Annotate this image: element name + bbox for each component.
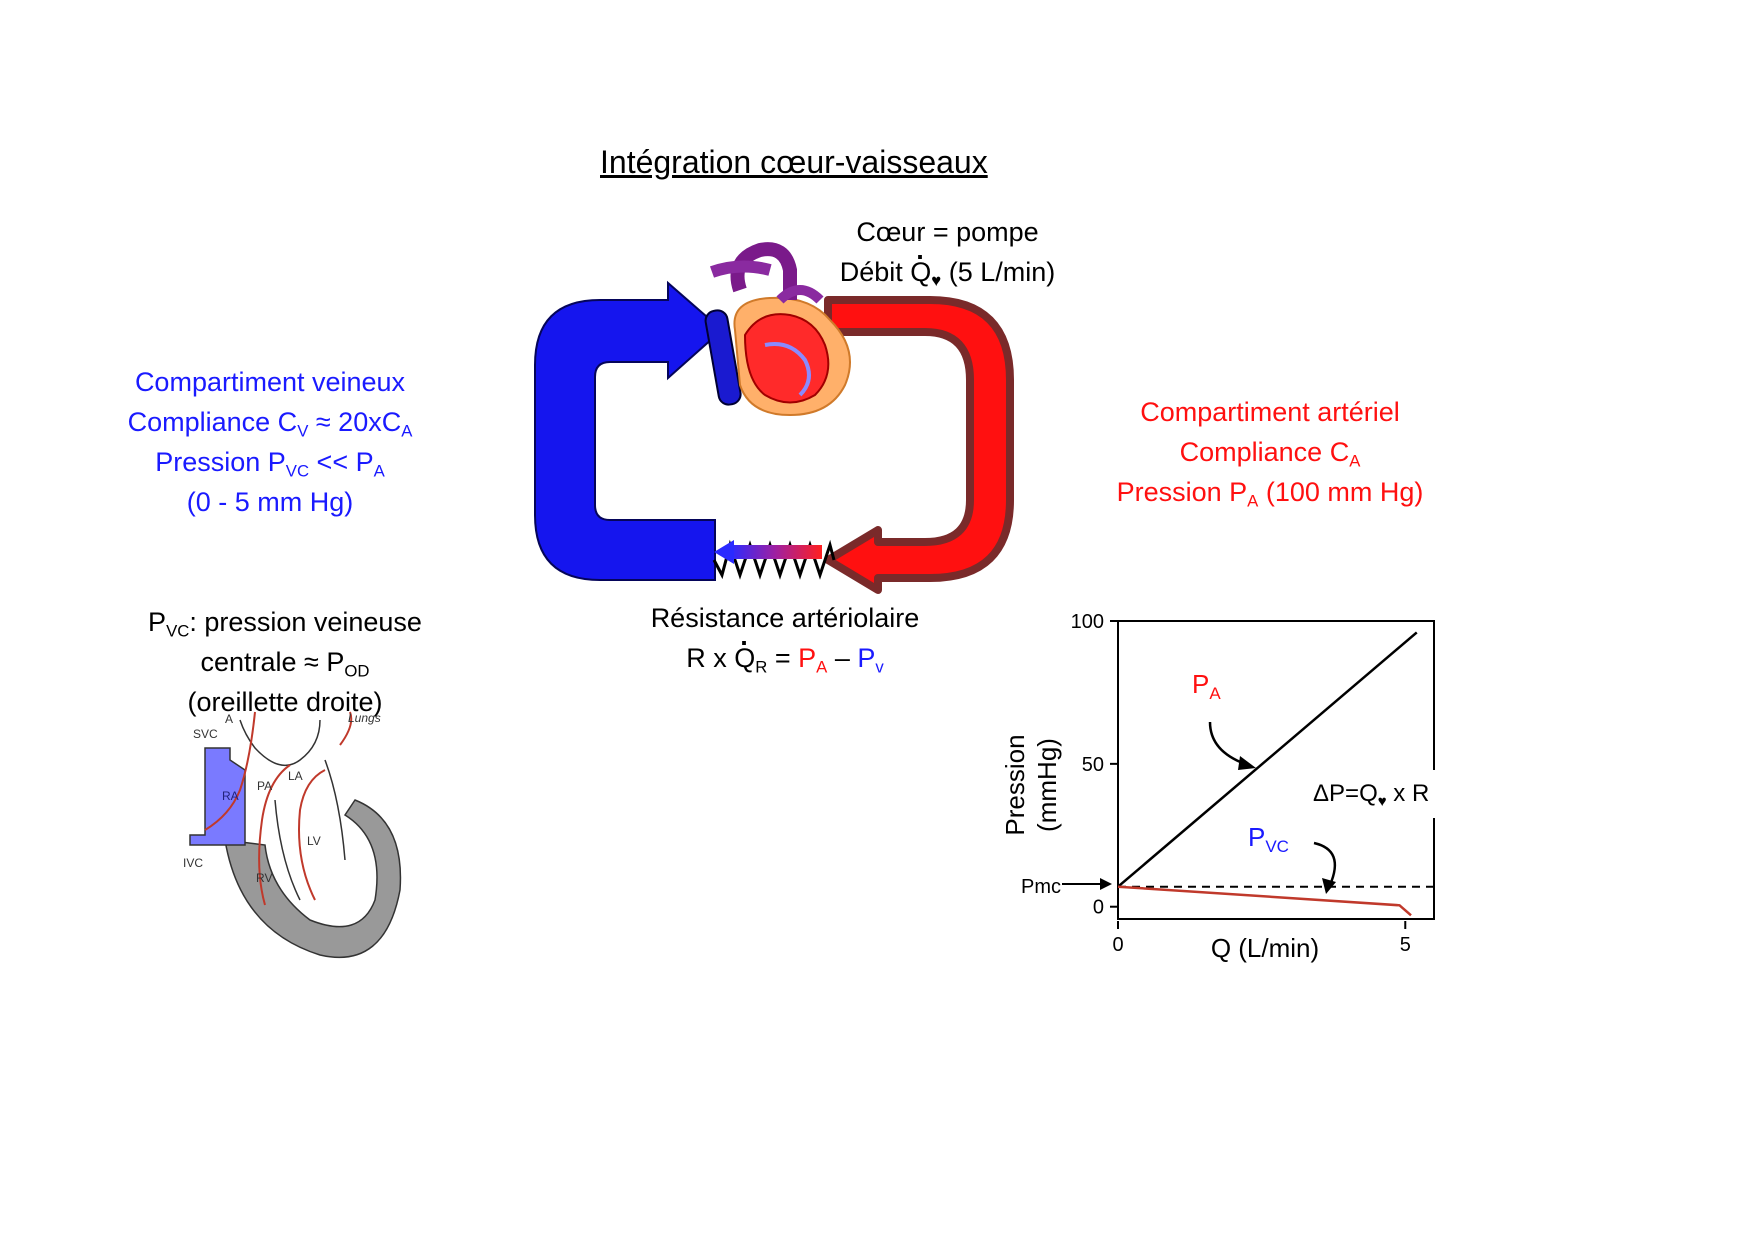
pvc-note-line1: PVC: pression veineuse (148, 607, 422, 641)
resistance-flow-gradient (730, 545, 822, 559)
y-axis-label-2: (mmHg) (1032, 738, 1062, 832)
formula-backdrop (1308, 770, 1438, 818)
label-svc: SVC (193, 727, 218, 741)
y-axis-ticks: 0 50 100 (1071, 611, 1118, 919)
resistance-title: Résistance artériolaire (650, 603, 920, 633)
label-ivc: IVC (183, 856, 203, 870)
y-tick-label: 0 (1093, 897, 1104, 919)
series-pvc-pointer-arrowhead (1322, 878, 1336, 894)
x-tick-label: 5 (1400, 934, 1411, 956)
label-a: A (225, 712, 233, 726)
arterial-pressure: Pression PA (100 mm Hg) (1116, 477, 1424, 511)
label-lv: LV (307, 834, 321, 848)
ventricle-wall-shape (224, 799, 402, 959)
venous-compartment-label: Compartiment veineux Compliance CV ≈ 20x… (110, 362, 430, 522)
arterial-outflow-arrow (824, 296, 1014, 594)
resistance-flow-arrowhead (714, 540, 734, 564)
series-pa-label: PA (1192, 669, 1221, 703)
arterial-compliance: Compliance CA (1179, 437, 1361, 471)
arterial-title: Compartiment artériel (1140, 397, 1400, 427)
venous-title: Compartiment veineux (134, 367, 406, 397)
y-tick-label: 50 (1082, 754, 1104, 776)
page-title: Intégration cœur-vaisseaux (600, 144, 988, 180)
label-lungs: Lungs (348, 711, 381, 725)
resistance-label: Résistance artériolaire R x QR = PA – Pv (630, 598, 940, 678)
arterial-compartment-label: Compartiment artériel Compliance CA Pres… (1110, 392, 1430, 512)
heart-icon (709, 242, 851, 417)
venous-return-arrow (534, 280, 724, 581)
heart-anatomy-diagram: SVC IVC RA RV PA LA LV A Lungs (183, 711, 402, 959)
pump-label: Cœur = pompe Débit Q♥ (5 L/min) (820, 212, 1075, 292)
pmc-arrowhead (1100, 878, 1112, 890)
series-pa-pointer-arrowhead (1238, 756, 1256, 770)
series-pvc-line (1117, 885, 1412, 917)
x-tick-label: 0 (1112, 934, 1123, 956)
septum-shape (274, 759, 346, 901)
vena-cava-icon (704, 309, 742, 406)
label-la: LA (288, 769, 303, 783)
resistance-equation: R x QR = PA – Pv (630, 638, 940, 678)
y-tick-label: 100 (1071, 611, 1104, 633)
series-pvc-label: PVC (1248, 822, 1289, 856)
series-pa-line (1117, 631, 1418, 888)
pump-flow: Débit Q♥ (5 L/min) (820, 252, 1075, 292)
label-rv: RV (256, 871, 272, 885)
right-atrium-shape (189, 747, 246, 846)
label-ra: RA (222, 789, 239, 803)
venous-range: (0 - 5 mm Hg) (186, 487, 354, 517)
label-pa: PA (257, 779, 272, 793)
series-pvc-pointer-arrow (1313, 841, 1337, 886)
delta-p-formula: ΔP=Q♥ x R (1313, 780, 1429, 810)
circulation-loop-diagram (534, 242, 1014, 594)
venous-compliance: Compliance CV ≈ 20xCA (127, 407, 413, 441)
pmc-label: Pmc (1021, 876, 1061, 898)
pvc-note: PVC: pression veineuse centrale ≈ POD (o… (130, 602, 440, 722)
pvc-note-line2: centrale ≈ POD (200, 647, 370, 681)
y-axis-label-1: Pression (1000, 734, 1030, 835)
blood-flow-path (204, 711, 353, 906)
aorta-shape (239, 719, 321, 767)
pump-title: Cœur = pompe (856, 217, 1039, 247)
x-axis-label: Q (L/min) (1211, 933, 1319, 963)
venous-pressure: Pression PVC << PA (155, 447, 385, 481)
